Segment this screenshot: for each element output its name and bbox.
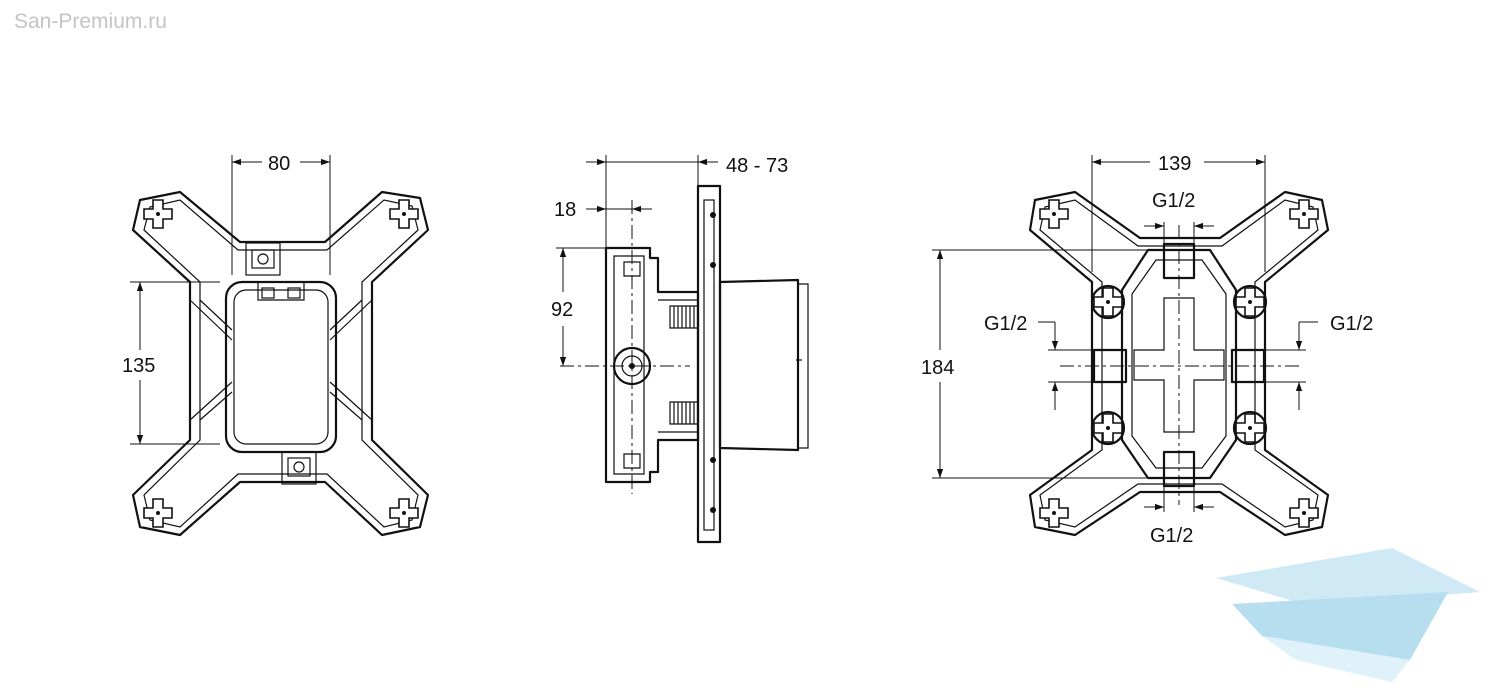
bathtub-logo (1216, 548, 1480, 682)
rear-width-label: 139 (1158, 153, 1191, 175)
rear-view: 139 184 G1/2 G1/2 G1/2 G1/2 (921, 153, 1373, 547)
port-bottom-label: G1/2 (1150, 525, 1193, 547)
side-offset-label: 18 (554, 199, 576, 221)
logo-shape-mid (1232, 592, 1448, 660)
watermark-text: San-Premium.ru (14, 10, 167, 33)
port-right-label: G1/2 (1330, 313, 1373, 335)
front-view: 80 135 (122, 153, 430, 537)
port-top-label: G1/2 (1152, 190, 1195, 212)
side-depth-label: 48 - 73 (726, 155, 788, 177)
rear-height-label: 184 (921, 357, 954, 379)
side-view: 48 - 73 18 92 (551, 155, 809, 544)
front-height-label: 135 (122, 355, 155, 377)
logo-shape-top (1216, 548, 1480, 606)
logo-shape-bottom (1262, 636, 1410, 682)
front-width-label: 80 (268, 153, 290, 175)
port-left-label: G1/2 (984, 313, 1027, 335)
side-height-label: 92 (551, 299, 573, 321)
